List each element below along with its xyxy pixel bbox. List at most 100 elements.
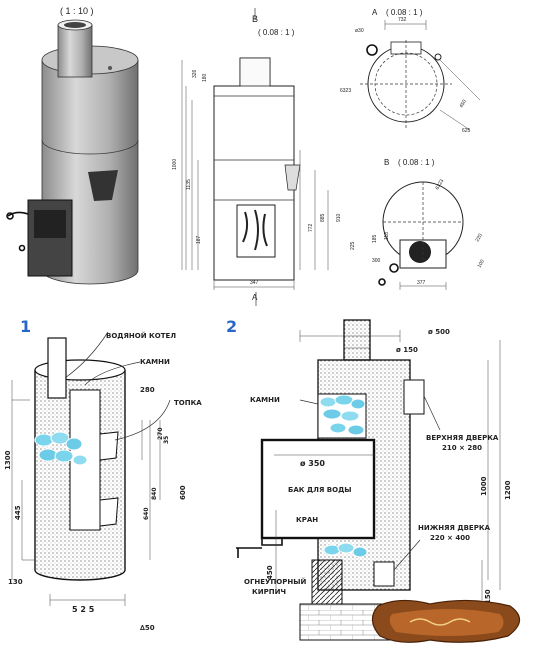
fig2-dim-450: 450 — [266, 565, 274, 580]
fig1-dim-lines — [11, 380, 126, 606]
fig2-label-tank: БАК ДЛЯ ВОДЫ — [288, 486, 352, 494]
logo-plaque — [371, 599, 521, 643]
upper-door — [88, 170, 118, 201]
fig2-dim-o150: ø 150 — [396, 346, 418, 354]
fig1-label-boiler: ВОДЯНОЙ КОТЕЛ — [106, 331, 176, 340]
front-sections — [214, 95, 294, 201]
section-b-dim-6323: 6323 — [435, 178, 446, 191]
dim-line-width — [213, 280, 295, 290]
section-b-dim-377: 377 — [417, 280, 426, 286]
fig2-tap-pipe — [261, 535, 283, 546]
scale-label-3d: ( 1 : 10 ) — [60, 6, 94, 16]
fig2-dim-1000: 1000 — [480, 476, 488, 496]
section-a-dim-diag — [439, 59, 481, 131]
fig2-lower-door — [373, 561, 395, 587]
fig1-upper-door — [99, 431, 119, 461]
front-upper-door — [284, 164, 301, 191]
door-handle-knob — [6, 212, 14, 220]
section-b-view: B ( 0.08 : 1 ) 6323 185 118 300 225 377 … — [350, 158, 486, 290]
fig2-label-brick-1: ОГНЕУПОРНЫЙ — [244, 577, 306, 586]
door-latch — [18, 244, 26, 252]
section-b-dim-bottom — [399, 282, 447, 290]
fig1-dim-lines-right — [141, 420, 161, 560]
stove-seam — [41, 139, 139, 155]
fig2-label-tap: КРАН — [296, 516, 318, 524]
front-scale-label: ( 0.08 : 1 ) — [258, 28, 295, 37]
fig1-boiler-leader — [64, 331, 109, 379]
fig2-dim-150: 150 — [484, 589, 492, 604]
fig2-dim-500-line — [299, 330, 401, 342]
section-b-handle — [389, 263, 399, 273]
figure-1-number: 1 — [20, 317, 31, 336]
section-b-label: B — [384, 158, 389, 167]
dim-lines-vertical-right — [299, 150, 329, 270]
fig2-stones — [319, 394, 368, 558]
figure-2-number: 2 — [226, 317, 237, 336]
stove-chimney — [57, 24, 93, 78]
fig1-dim-445: 445 — [14, 505, 22, 520]
front-dim-1000: 1000 — [172, 159, 178, 170]
section-b-dim-225: 225 — [350, 241, 356, 250]
dim-lines-vertical — [181, 60, 199, 270]
figure-2: 2 ø 50 — [226, 317, 512, 641]
fig2-dim-1200: 1200 — [504, 480, 512, 500]
section-b-axes — [383, 182, 463, 262]
section-b-dim-300: 300 — [372, 258, 381, 264]
stove-3d-view: ( 1 : 10 ) — [6, 6, 139, 285]
door-handle — [7, 211, 29, 217]
section-a-label: А — [372, 8, 378, 17]
fig1-stones — [34, 431, 88, 466]
section-b-dim-118: 118 — [384, 232, 390, 240]
fig2-tap — [236, 547, 262, 558]
fig2-label-lower-door-1: НИЖНЯЯ ДВЕРКА — [418, 524, 491, 532]
firebox-door-window — [34, 210, 66, 238]
figure-1: 1 ВОДЯНОЙ КОТЕЛ КАМНИ ТОПКА 280 270 35 1 — [4, 317, 202, 632]
section-a-dim-top — [384, 20, 427, 30]
front-dim-772: 772 — [308, 223, 314, 232]
fig1-firebox-leader — [114, 399, 171, 441]
fig1-dim-280: 280 — [140, 386, 155, 394]
front-flame-art — [242, 209, 268, 251]
front-dim-187: 187 — [196, 235, 202, 244]
fig1-dim-130: 130 — [8, 578, 23, 586]
fig2-water-tank — [260, 438, 376, 540]
section-b-dim-100: 100 — [477, 259, 486, 269]
section-a-dim-450: 450 — [459, 99, 468, 109]
section-a-dim-732: 732 — [398, 17, 407, 23]
fig1-dim-50: ∆50 — [140, 624, 155, 632]
fig1-dim-640: 640 — [143, 507, 150, 520]
section-a-dim-o30: ø30 — [355, 28, 364, 34]
section-b-dim-220: 220 — [475, 233, 484, 243]
top-bolt — [108, 66, 112, 70]
chimney-hole — [64, 22, 86, 28]
fig2-firebrick — [311, 559, 343, 605]
fig1-dim-1300: 1300 — [4, 450, 12, 470]
front-dim-326: 326 — [192, 69, 198, 78]
front-dim-180: 180 — [202, 73, 208, 82]
section-b-dim-185: 185 — [372, 234, 378, 243]
fig1-dim-270: 270 — [157, 427, 164, 440]
fig1-stones-leader — [84, 361, 141, 386]
fig2-stones-leader — [299, 399, 319, 405]
fig2-chimney — [343, 319, 371, 361]
fig2-lower-door-leader — [393, 539, 421, 571]
front-chimney — [239, 57, 271, 87]
section-a-axes — [360, 40, 452, 130]
section-b-firehole — [409, 241, 431, 263]
front-dim-885: 885 — [320, 213, 326, 222]
fig1-dim-35: 35 — [163, 436, 170, 444]
fig2-dim-o350: ø 350 — [300, 459, 325, 468]
front-dim-347: 347 — [250, 280, 259, 286]
front-dim-910: 910 — [336, 213, 342, 222]
fig2-dim-o500: ø 500 — [428, 328, 450, 336]
view-a-label: A — [252, 293, 258, 302]
fig2-label-upper-door-1: ВЕРХНЯЯ ДВЕРКА — [426, 434, 499, 442]
fig1-dim-600: 600 — [179, 485, 187, 500]
fig1-dim-840: 840 — [151, 487, 158, 500]
fig2-upper-door — [403, 379, 425, 415]
fig2-label-upper-door-2: 210 × 280 — [442, 444, 482, 452]
fig1-chimney — [47, 337, 67, 399]
front-dim-1135: 1135 — [186, 179, 192, 190]
